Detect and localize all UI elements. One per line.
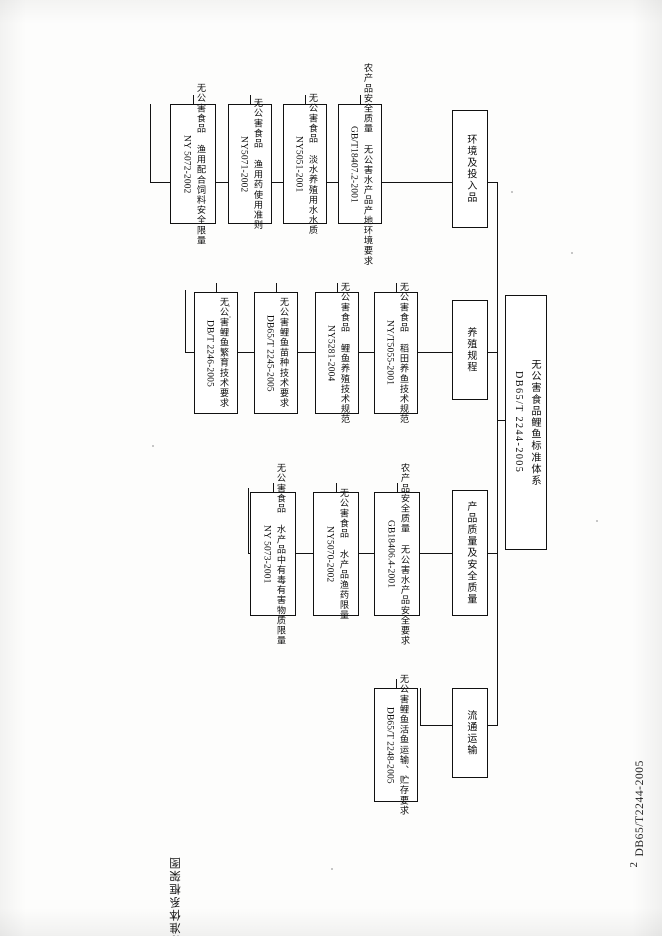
standard-code: NY5070-2002 [324,525,335,583]
connector-root-to-quality [488,553,498,555]
leaf-riser-ny5070 [336,483,338,493]
leaf-riser-ny5051 [305,95,307,105]
standard-code: DB65/T 2245-2005 [264,314,275,392]
standard-node-db2246: 无公害鲤鱼繁育技术要求 DB/T 2246-2005 [194,292,238,414]
standard-node-ny5281: 无公害食品 鲤鱼养殖技术规范 NY5281-2004 [315,282,359,424]
leaf-riser-ny5073 [273,483,275,493]
category-node-environment: 环境及投入品 [452,110,488,228]
root-title: 无公害食品鲤鱼标准体系 [529,358,541,487]
scan-speck [511,191,513,193]
leaf-riser-gb18406 [397,483,399,493]
leaf-riser-ny5071 [250,95,252,105]
leaf-riser-db2248 [396,679,398,689]
scan-speck [596,520,598,522]
standard-title: 无公害鲤鱼活鱼运输、贮存要求 [398,674,409,816]
group3-bus-line [248,488,250,553]
category-culture-stub [443,352,453,354]
category-node-culture: 养殖规程 [452,300,488,400]
standard-node-nyt5055: 无公害食品 稻田养鱼技术规范 NY/T5055-2001 [374,282,418,424]
standard-code: NY5051-2001 [293,135,304,193]
standard-code: GB18406.4-2001 [385,519,396,589]
scan-speck [402,638,404,640]
leaf-riser-nyt5055 [396,283,398,293]
standard-code: DB/T 2246-2005 [204,319,215,387]
group4-bus-line [420,688,422,726]
standard-node-gb18406: 农产品安全质量 无公害水产品安全要求 GB18406.4-2001 [374,463,420,645]
standard-title: 无公害鲤鱼苗种技术要求 [278,297,289,409]
category-logistics-stub [420,725,453,727]
standard-code: DB65/T 2248-2005 [384,706,395,784]
standard-title: 农产品安全质量 无公害水产品安全要求 [399,462,410,646]
standard-code: NY5281-2004 [325,324,336,382]
root-spine-line [497,182,499,725]
category-node-quality: 产品质量及安全质量 [452,490,488,616]
category-label: 产品质量及安全质量 [464,500,476,606]
standard-code: GB/T18407.2-2001 [348,125,359,203]
scan-speck [229,316,231,318]
leaf-riser-ny5072 [193,95,195,105]
standard-title: 无公害食品 水产品渔药限量 [338,487,349,621]
standard-node-ny5071: 无公害食品 渔用药使用准则 NY5071-2002 [228,98,272,230]
leaf-riser-gbt18407 [360,95,362,105]
standard-node-ny5051: 无公害食品 淡水养殖用水水质 NY5051-2001 [283,93,327,235]
category-label: 养殖规程 [464,326,476,374]
standard-title: 无公害食品 渔用配合饲料安全限量 [195,82,206,246]
standard-title: 无公害食品 稻田养鱼技术规范 [398,281,409,425]
standard-node-db2245: 无公害鲤鱼苗种技术要求 DB65/T 2245-2005 [254,292,298,414]
standard-node-ny5073: 无公害食品 水产品中有毒有害物质限量 NY 5073-2001 [250,463,296,645]
group2-bus-horizontal [185,352,443,354]
category-label: 流通运输 [464,709,476,757]
standard-node-gbt18407: 农产品安全质量 无公害水产品产地环境要求 GB/T18407.2-2001 [338,63,382,265]
leaf-riser-db2246 [216,283,218,293]
category-quality-stub [443,553,453,555]
standard-node-ny5070: 无公害食品 水产品渔药限量 NY5070-2002 [313,488,359,620]
root-code: DB65/T 2244-2005 [513,371,524,474]
leaf-riser-ny5281 [337,283,339,293]
root-stub-line [497,420,506,422]
connector-root-to-environment [488,182,498,184]
connector-root-to-culture [488,352,498,354]
leaf-riser-db2245 [276,283,278,293]
connector-root-to-logistics [488,725,498,727]
tree-root-node: 无公害食品鲤鱼标准体系 DB65/T 2244-2005 [505,295,547,550]
group1-bus-line [150,104,152,183]
scan-speck [331,868,333,870]
standard-title: 农产品安全质量 无公害水产品产地环境要求 [362,62,373,266]
category-label: 环境及投入品 [464,134,476,204]
standard-title: 无公害鲤鱼繁育技术要求 [218,297,229,409]
standard-node-db2248: 无公害鲤鱼活鱼运输、贮存要求 DB65/T 2248-2005 [374,674,418,816]
category-environment-stub [443,182,453,184]
standard-title: 无公害食品 渔用药使用准则 [252,97,263,231]
standard-title: 无公害食品 鲤鱼养殖技术规范 [339,281,350,425]
standard-code: NY 5073-2001 [261,524,272,584]
standard-code: NY5071-2002 [238,135,249,193]
scan-speck [228,305,230,307]
group2-bus-line [185,290,187,352]
category-node-logistics: 流通运输 [452,688,488,778]
standard-code: NY 5072-2002 [181,134,192,194]
standard-title: 无公害食品 淡水养殖用水水质 [307,92,318,236]
standard-title: 无公害食品 水产品中有毒有害物质限量 [275,462,286,646]
scan-speck [571,252,573,254]
standard-node-ny5072: 无公害食品 渔用配合饲料安全限量 NY 5072-2002 [170,83,216,245]
scan-speck [152,445,154,447]
standard-code: NY/T5055-2001 [384,320,395,386]
